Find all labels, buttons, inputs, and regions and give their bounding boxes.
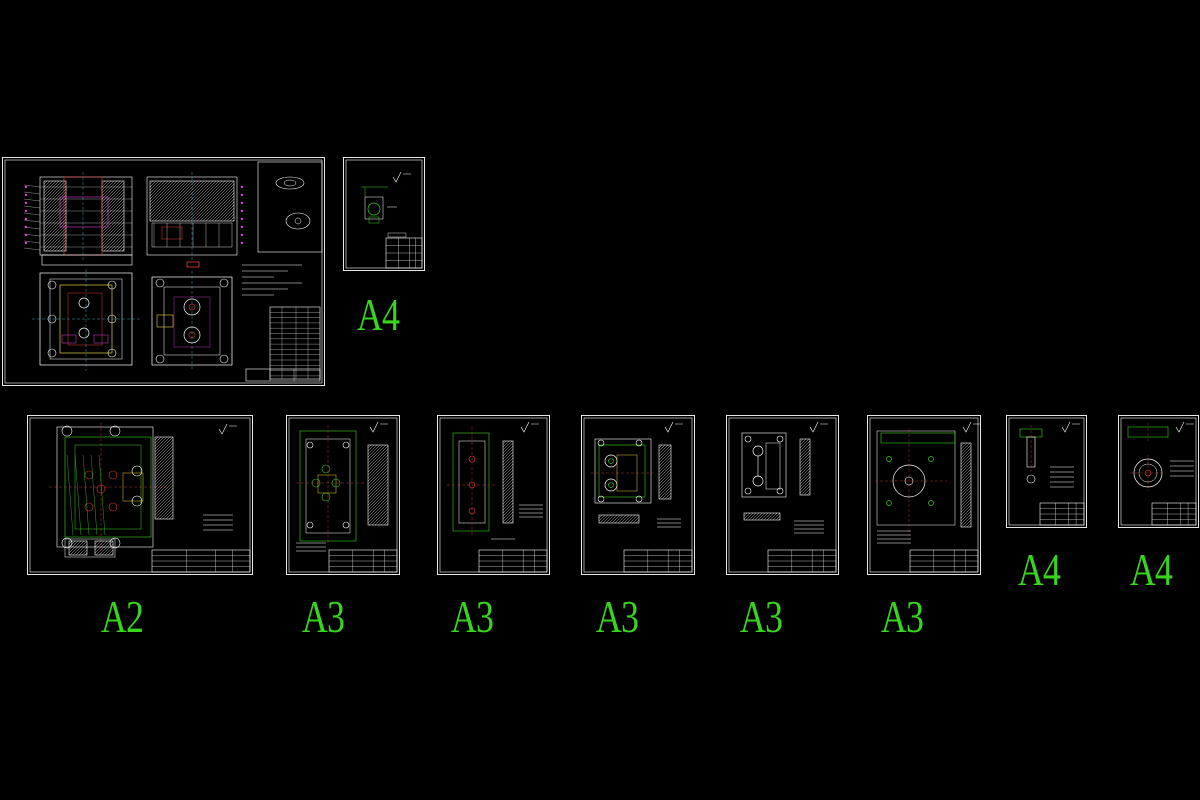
sheet-size-label-9: A4: [1129, 544, 1173, 595]
sheet-graphics: [2, 157, 325, 386]
drawing-sheet-part-5[interactable]: [581, 415, 695, 575]
drawing-sheet-part-6[interactable]: [726, 415, 839, 575]
sheet-size-label-6: A3: [739, 591, 783, 642]
drawing-sheet-part-1[interactable]: [343, 157, 425, 271]
drawing-sheet-part-2[interactable]: [27, 415, 253, 575]
sheet-graphics: [581, 415, 695, 575]
sheet-graphics: [27, 415, 253, 575]
sheet-size-label-8: A4: [1017, 544, 1061, 595]
sheet-graphics: [286, 415, 400, 575]
sheet-size-label-3: A3: [301, 591, 345, 642]
sheet-size-label-1: A4: [356, 289, 400, 340]
sheet-graphics: [343, 157, 425, 271]
drawing-sheet-part-3[interactable]: [286, 415, 400, 575]
drawing-sheet-part-4[interactable]: [437, 415, 550, 575]
sheet-graphics: [1006, 415, 1087, 528]
sheet-size-label-2: A2: [100, 591, 144, 642]
drawing-sheet-assembly[interactable]: [2, 157, 325, 386]
sheet-graphics: [867, 415, 981, 575]
sheet-graphics: [1118, 415, 1199, 528]
sheet-size-label-5: A3: [595, 591, 639, 642]
sheet-graphics: [726, 415, 839, 575]
drawing-sheet-part-8[interactable]: [1006, 415, 1087, 528]
drawing-sheet-part-7[interactable]: [867, 415, 981, 575]
drawing-sheet-part-9[interactable]: [1118, 415, 1199, 528]
sheet-graphics: [437, 415, 550, 575]
sheet-size-label-4: A3: [450, 591, 494, 642]
sheet-size-label-7: A3: [880, 591, 924, 642]
